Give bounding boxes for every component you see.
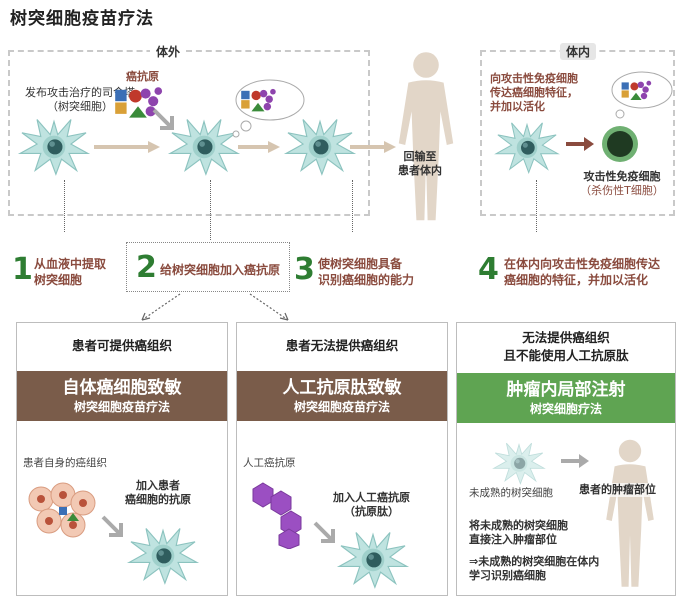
antigen-icon-inside bbox=[614, 80, 658, 104]
arrow-right-icon-4 bbox=[566, 137, 594, 151]
panel-3-band-title: 肿瘤内局部注射 bbox=[506, 380, 626, 400]
inside-line2: 传达癌细胞特征， bbox=[490, 86, 578, 99]
inside-description: 向攻击性免疫细胞 传达癌细胞特征， 并加以活化 bbox=[490, 72, 578, 114]
patient-body-figure bbox=[386, 48, 466, 226]
connector-2 bbox=[210, 180, 211, 240]
arrow-right-icon bbox=[94, 141, 160, 153]
return-label-line1: 回输至 bbox=[403, 150, 437, 163]
panel-1-band-title: 自体癌细胞致敏 bbox=[62, 378, 182, 398]
down-arrow-icon bbox=[152, 108, 174, 130]
learn-line1: ⇒未成熟的树突细胞在体内 bbox=[469, 555, 600, 568]
step-2-box bbox=[126, 242, 290, 292]
step-3-number: 3 bbox=[294, 252, 315, 287]
panel-1-band-sub: 树突细胞疫苗疗法 bbox=[73, 400, 170, 414]
inject-line2: 直接注入肿瘤部位 bbox=[469, 533, 557, 546]
commander-label-line2: （树突细胞） bbox=[47, 100, 113, 113]
panel-2-head: 患者无法提供癌组织 bbox=[285, 338, 399, 353]
panel-3-band-sub: 树突细胞疗法 bbox=[529, 402, 602, 416]
step-1-number: 1 bbox=[12, 252, 33, 287]
down-arrow-icon-p1 bbox=[101, 515, 123, 537]
step-2-text: 给树突细胞加入癌抗原 bbox=[160, 263, 281, 277]
step-3-line1: 使树突细胞具备 bbox=[318, 257, 403, 271]
killer-t-cell bbox=[602, 126, 638, 162]
step-4-text: 在体内向攻击性免疫细胞传达 癌细胞的特征，并加以活化 bbox=[504, 256, 660, 288]
step-4-line1: 在体内向攻击性免疫细胞传达 bbox=[504, 257, 661, 271]
page-title: 树突细胞疫苗疗法 bbox=[10, 9, 154, 29]
return-to-body-label: 回输至 患者体内 bbox=[398, 150, 442, 178]
patient-tumor-figure bbox=[595, 431, 665, 597]
connector-1 bbox=[64, 180, 65, 232]
commander-label-line1: 发布攻击治疗的司令塔 bbox=[25, 86, 135, 99]
step-2-number: 2 bbox=[136, 250, 157, 285]
panel-3-head-line2: 且不能使用人工抗原肽 bbox=[503, 348, 629, 363]
panel-2-add-line2: （抗原肽） bbox=[344, 505, 399, 518]
outside-label: 体外 bbox=[150, 43, 187, 60]
panel-1-head: 患者可提供癌组织 bbox=[71, 338, 172, 353]
panel-2-add-line1: 加入人工癌抗原 bbox=[333, 491, 410, 504]
tcell-label-line1: 攻击性免疫细胞 bbox=[583, 170, 661, 183]
panel-artificial-peptide: 患者无法提供癌组织 人工抗原肽致敏 树突细胞疫苗疗法 人工癌抗原 加入人工癌抗原… bbox=[236, 322, 448, 596]
dendritic-cell-1 bbox=[16, 112, 92, 178]
inside-line3: 并加以活化 bbox=[490, 100, 545, 113]
panel-2-band-sub: 树突细胞疫苗疗法 bbox=[293, 400, 390, 414]
step-1-line1: 从血液中提取 bbox=[34, 257, 107, 271]
branch-arrows bbox=[141, 293, 289, 321]
connector-3 bbox=[352, 180, 353, 232]
antigen-label: 癌抗原 bbox=[126, 70, 159, 83]
arrow-right-icon-2 bbox=[238, 141, 280, 153]
immature-cell-label: 未成熟的树突细胞 bbox=[469, 487, 553, 499]
step-1-line2: 树突细胞 bbox=[34, 273, 83, 287]
inject-description: 将未成熟的树突细胞 直接注入肿瘤部位 bbox=[469, 519, 568, 547]
tumor-site-label: 患者的肿瘤部位 bbox=[579, 483, 656, 497]
panel-1-dendritic-cell bbox=[125, 521, 201, 587]
step-3-text: 使树突细胞具备 识别癌细胞的能力 bbox=[318, 256, 414, 288]
panel-1-add-label: 加入患者 癌细胞的抗原 bbox=[125, 479, 191, 507]
panel-2-source-label: 人工癌抗原 bbox=[243, 457, 296, 469]
immature-dendritic-cell bbox=[491, 437, 547, 487]
panel-1-source-label: 患者自身的癌组织 bbox=[23, 457, 107, 469]
panel-2-dendritic-cell bbox=[335, 525, 411, 591]
cancer-tissue-icon bbox=[28, 482, 96, 538]
panel-2-add-label: 加入人工癌抗原 （抗原肽） bbox=[333, 491, 410, 519]
panel-autologous: 患者可提供癌组织 自体癌细胞致敏 树突细胞疫苗疗法 患者自身的癌组织 加入患者 … bbox=[16, 322, 228, 596]
panel-3-head-line1: 无法提供癌组织 bbox=[522, 330, 610, 345]
step-3-line2: 识别癌细胞的能力 bbox=[318, 273, 415, 287]
peptide-chain-icon bbox=[252, 482, 302, 549]
step-1-text: 从血液中提取 树突细胞 bbox=[34, 256, 106, 288]
panel-3-head: 无法提供癌组织 且不能使用人工抗原肽 bbox=[457, 329, 675, 365]
outside-body-box bbox=[8, 50, 370, 216]
tcell-label-line2: （杀伤性T细胞） bbox=[580, 184, 664, 197]
antigen-icon-bubble bbox=[234, 88, 282, 116]
arrow-right-icon-3 bbox=[350, 141, 396, 153]
commander-label: 发布攻击治疗的司令塔 （树突细胞） bbox=[10, 86, 150, 114]
step-4-line2: 癌细胞的特征，并加以活化 bbox=[504, 273, 649, 287]
panel-1-band: 自体癌细胞致敏 树突细胞疫苗疗法 bbox=[17, 371, 227, 421]
learn-description: ⇒未成熟的树突细胞在体内 学习识别癌细胞 bbox=[469, 555, 599, 583]
inside-line1: 向攻击性免疫细胞 bbox=[490, 72, 578, 85]
panel-intratumoral-injection: 无法提供癌组织 且不能使用人工抗原肽 肿瘤内局部注射 树突细胞疗法 未成熟的树突… bbox=[456, 322, 676, 596]
panel-1-add-line2: 癌细胞的抗原 bbox=[125, 493, 191, 506]
inject-line1: 将未成熟的树突细胞 bbox=[469, 519, 568, 532]
tcell-label: 攻击性免疫细胞 （杀伤性T细胞） bbox=[572, 170, 672, 198]
panel-3-band: 肿瘤内局部注射 树突细胞疗法 bbox=[457, 373, 675, 423]
return-label-line2: 患者体内 bbox=[398, 164, 442, 177]
inside-label: 体内 bbox=[560, 43, 597, 60]
connector-4 bbox=[536, 180, 537, 232]
learn-line2: 学习识别癌细胞 bbox=[469, 569, 546, 582]
panel-2-band: 人工抗原肽致敏 树突细胞疫苗疗法 bbox=[237, 371, 447, 421]
arrow-right-icon-p3 bbox=[561, 454, 589, 468]
thought-bubble-inside bbox=[611, 71, 673, 119]
step-4-number: 4 bbox=[478, 252, 499, 287]
dendritic-cell-4 bbox=[492, 116, 562, 176]
down-arrow-icon-p2 bbox=[313, 521, 335, 543]
panel-1-add-line1: 加入患者 bbox=[136, 479, 180, 492]
panel-2-band-title: 人工抗原肽致敏 bbox=[282, 378, 402, 398]
dendritic-cell-3 bbox=[282, 112, 358, 178]
